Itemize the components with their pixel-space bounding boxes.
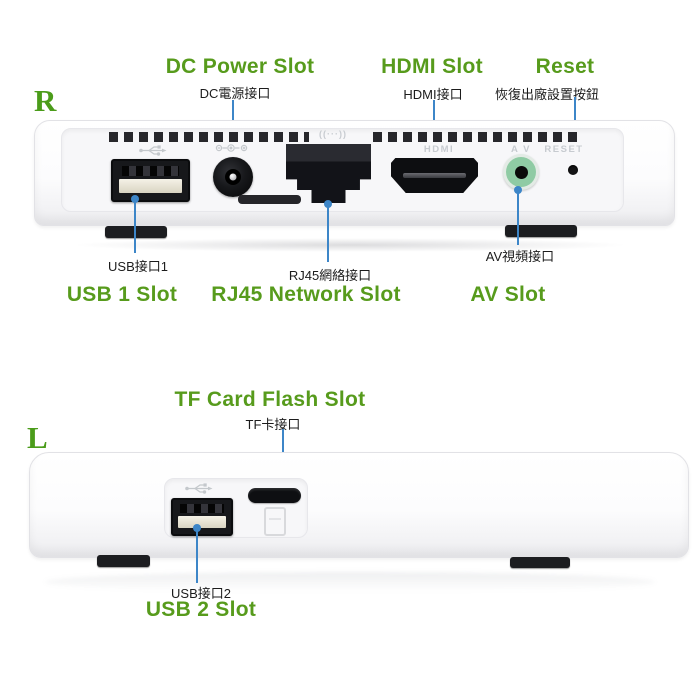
usb1-title: USB 1 Slot — [66, 283, 178, 306]
left-view-letter: L — [27, 420, 48, 455]
hdmi-port — [391, 158, 478, 193]
usb-icon — [138, 144, 168, 157]
wifi-mark-icon: ((···)) — [319, 129, 347, 139]
hdmi-slot-title: HDMI Slot — [381, 55, 483, 78]
usb2-subtitle: USB接口2 — [171, 586, 231, 601]
reset-subtitle: 恢復出廠設置按鈕 — [494, 87, 600, 102]
dc-power-slot-subtitle: DC電源接口 — [199, 86, 271, 101]
reset-emboss-label: RESET — [544, 144, 584, 155]
hdmi-emboss-label: HDMI — [423, 144, 455, 155]
tf-card-slot — [248, 488, 301, 503]
av-title: AV Slot — [470, 283, 546, 306]
dc-power-jack — [213, 157, 253, 197]
hdmi-slot-subtitle: HDMI接口 — [403, 87, 463, 102]
rj45-title: RJ45 Network Slot — [211, 283, 401, 306]
rear-foot-left — [105, 226, 167, 238]
rear-foot-right — [505, 225, 577, 237]
usb2-contacts — [179, 504, 225, 513]
stand-slot — [238, 195, 301, 204]
reset-hole — [568, 165, 578, 175]
usb2-tongue — [177, 515, 227, 528]
rj45-leader-line — [327, 204, 329, 262]
device-reflection — [45, 572, 655, 592]
usb-icon — [184, 482, 214, 495]
dc-polarity-icon — [215, 142, 251, 154]
reset-title: Reset — [535, 55, 595, 78]
usb1-leader-line — [134, 199, 136, 253]
usb1-subtitle: USB接口1 — [108, 259, 168, 274]
usb2-title: USB 2 Slot — [145, 598, 257, 621]
rear-view-letter: R — [34, 83, 57, 118]
left-foot-left — [97, 555, 150, 567]
av-leader-line — [517, 190, 519, 245]
usb1-tongue — [119, 178, 182, 193]
device-left-view — [29, 452, 689, 558]
tf-card-icon — [264, 507, 286, 536]
usb2-leader-line — [196, 528, 198, 583]
rj45-subtitle: RJ45網絡接口 — [288, 268, 372, 283]
av-jack — [503, 154, 539, 190]
av-emboss-label: A V — [511, 144, 531, 155]
usb1-contacts — [122, 165, 179, 176]
device-rear-view: ((···)) HDMI A V RESET — [34, 120, 675, 226]
left-foot-right — [510, 557, 570, 568]
usb2-port — [171, 498, 233, 536]
rear-device-shadow — [70, 238, 630, 252]
tf-card-slot-title: TF Card Flash Slot — [174, 388, 366, 411]
av-subtitle: AV視頻接口 — [485, 249, 555, 264]
usb1-port — [111, 159, 190, 202]
tf-card-slot-subtitle: TF卡接口 — [245, 417, 301, 432]
dc-power-slot-title: DC Power Slot — [165, 55, 315, 78]
vent-slots-left — [109, 132, 309, 142]
vent-slots-right — [373, 132, 579, 142]
